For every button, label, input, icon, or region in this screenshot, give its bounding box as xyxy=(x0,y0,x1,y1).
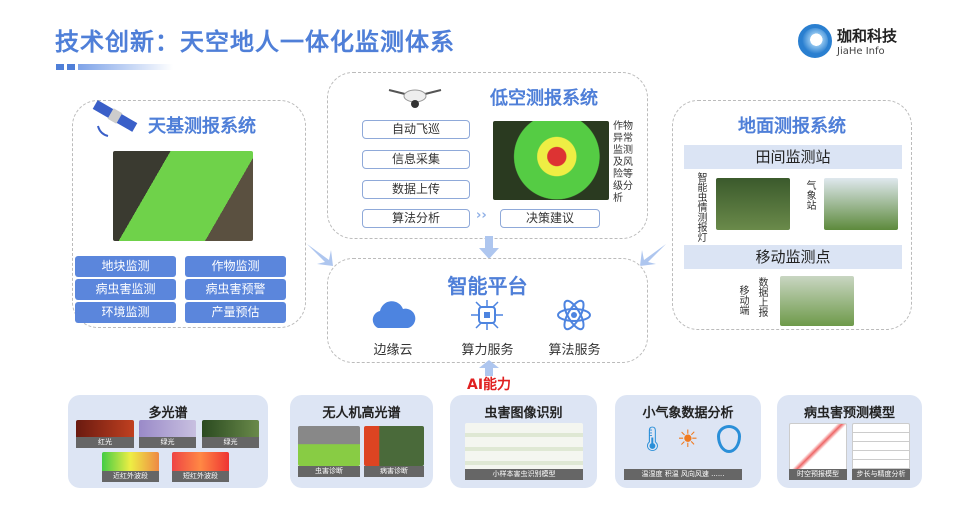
satellite-map-image xyxy=(113,151,253,241)
low-altitude-title: 低空测报系统 xyxy=(490,88,598,109)
title-decoration xyxy=(56,64,173,70)
disease-diagnosis-image xyxy=(364,426,424,466)
flow-step: 数据上传 xyxy=(362,180,470,199)
card-title: 小气象数据分析 xyxy=(642,406,734,421)
space-item: 病虫害监测 xyxy=(75,279,176,300)
card-multispectral: 多光谱 红光 绿光 绿光 近红外波段 短红外波段 xyxy=(68,395,268,488)
image-caption: 近红外波段 xyxy=(102,471,159,482)
image-caption: 短红外波段 xyxy=(172,471,229,482)
nir-band-image xyxy=(102,452,159,474)
card-prediction-model: 病虫害预测模型 时空预报模型 步长与精度分析 xyxy=(777,395,922,488)
logo-subtext: JiaHe Info xyxy=(837,46,885,57)
ai-capability-label: AI能力 xyxy=(467,377,512,393)
platform-title: 智能平台 xyxy=(447,274,528,298)
page-title: 技术创新：天空地人一体化监测体系 xyxy=(55,28,455,56)
arrow-up-icon xyxy=(478,360,500,376)
pest-diagnosis-image xyxy=(298,426,360,466)
mobile-label: 移动端 xyxy=(737,285,748,315)
ground-system-title: 地面测报系统 xyxy=(738,116,846,137)
card-pest-recognition: 虫害图像识别 小样本害虫识别模型 xyxy=(450,395,597,488)
arrow-icon xyxy=(478,236,500,260)
space-item: 作物监测 xyxy=(185,256,286,277)
service-label: 算力服务 xyxy=(461,343,514,358)
green-band-image xyxy=(202,420,259,440)
weather-station-image xyxy=(824,178,898,230)
space-item: 病虫害预警 xyxy=(185,279,286,300)
arrow-icon xyxy=(305,240,335,268)
report-label: 数据上报 xyxy=(756,277,767,317)
image-caption: 小样本害虫识别模型 xyxy=(465,469,583,480)
atom-icon xyxy=(556,297,592,333)
space-item: 产量预估 xyxy=(185,302,286,323)
lamp-label: 智能虫情测报灯 xyxy=(695,172,706,242)
chip-icon xyxy=(467,298,507,332)
card-microclimate: 小气象数据分析 🌡 ☀ 温湿度 积温 风向风速 ...... xyxy=(615,395,761,488)
arrow-icon xyxy=(638,240,668,268)
card-title: 无人机高光谱 xyxy=(322,406,401,421)
image-caption: 红光 xyxy=(76,437,134,448)
decision-box: 决策建议 xyxy=(500,209,600,228)
image-caption: 病害诊断 xyxy=(364,466,424,477)
card-hyperspectral: 无人机高光谱 虫害诊断 病害诊断 xyxy=(290,395,433,488)
wind-location-icon xyxy=(717,425,741,453)
drone-ndvi-image xyxy=(493,121,609,200)
image-caption: 步长与精度分析 xyxy=(852,469,910,480)
image-caption: 绿光 xyxy=(139,437,196,448)
card-title: 多光谱 xyxy=(148,406,188,421)
sun-thermometer-icon: ☀ xyxy=(677,425,699,453)
space-item: 地块监测 xyxy=(75,256,176,277)
field-station-band: 田间监测站 xyxy=(684,145,902,169)
cloud-icon xyxy=(368,300,418,330)
satellite-icon xyxy=(92,100,142,137)
space-item: 环境监测 xyxy=(75,302,176,323)
flow-step: 自动飞巡 xyxy=(362,120,470,139)
service-label: 算法服务 xyxy=(548,343,601,358)
band-image xyxy=(139,420,196,440)
spatiotemporal-chart xyxy=(789,423,847,473)
low-altitude-side-label: 作物异常监测及风险等级分析 xyxy=(613,121,633,204)
swir-band-image xyxy=(172,452,229,474)
space-system-title: 天基测报系统 xyxy=(148,116,256,137)
field-worker-image xyxy=(780,276,854,326)
drone-icon xyxy=(385,84,445,110)
logo-text: 珈和科技 xyxy=(837,27,898,45)
recognition-model-diagram xyxy=(465,423,583,471)
image-caption: 温湿度 积温 风向风速 ...... xyxy=(624,469,742,480)
card-title: 虫害图像识别 xyxy=(484,406,563,421)
accuracy-chart xyxy=(852,423,910,473)
service-label: 边缘云 xyxy=(373,343,413,358)
card-title: 病虫害预测模型 xyxy=(803,406,895,421)
image-caption: 虫害诊断 xyxy=(298,466,360,477)
weather-station-label: 气象站 xyxy=(804,180,815,210)
image-caption: 时空预报模型 xyxy=(789,469,847,480)
logo-icon xyxy=(798,24,832,58)
mobile-point-band: 移动监测点 xyxy=(684,245,902,269)
thermometer-humidity-icon: 🌡 xyxy=(637,425,668,453)
red-band-image xyxy=(76,420,134,440)
flow-step: 信息采集 xyxy=(362,150,470,169)
flow-step: 算法分析 xyxy=(362,209,470,228)
insect-lamp-image xyxy=(716,178,790,230)
image-caption: 绿光 xyxy=(202,437,259,448)
double-chevron-icon: ›› xyxy=(476,208,487,223)
